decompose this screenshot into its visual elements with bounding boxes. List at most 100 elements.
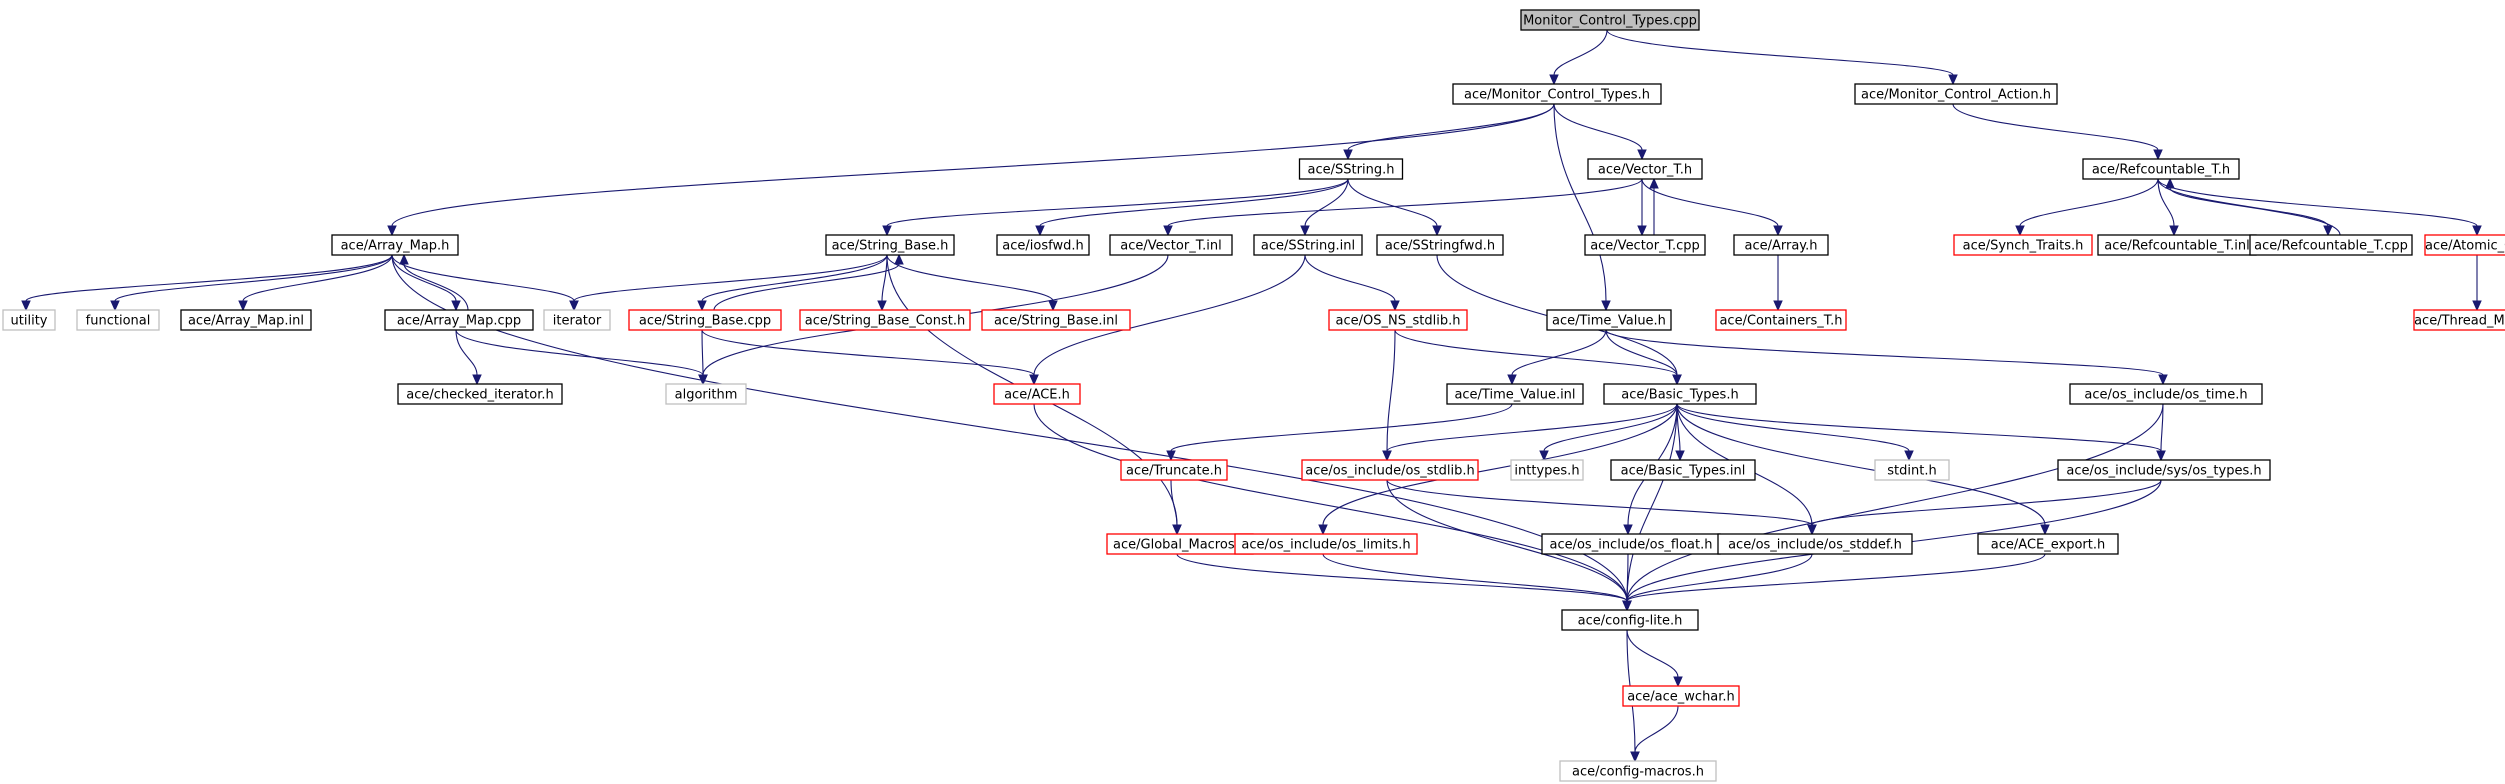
node-ace-monitor-control-types-h[interactable]: ace/Monitor_Control_Types.h bbox=[1452, 83, 1662, 105]
node-ace-string-base-inl[interactable]: ace/String_Base.inl bbox=[981, 309, 1131, 331]
node-ace-os-include-os-stddef-h[interactable]: ace/os_include/os_stddef.h bbox=[1717, 533, 1913, 555]
node-ace-vector-t-inl[interactable]: ace/Vector_T.inl bbox=[1109, 234, 1233, 256]
node-box bbox=[1109, 234, 1233, 256]
node-ace-config-macros-h[interactable]: ace/config-macros.h bbox=[1559, 760, 1717, 782]
node-functional[interactable]: functional bbox=[76, 309, 160, 331]
arrowhead-icon bbox=[238, 300, 248, 312]
edge-n34-to-n43 bbox=[1318, 403, 1678, 536]
node-inttypes-h[interactable]: inttypes.h bbox=[1510, 459, 1584, 481]
node-ace-containers-t-h[interactable]: ace/Containers_T.h bbox=[1715, 309, 1847, 331]
edge-n1-to-n6 bbox=[387, 103, 1555, 237]
edge-line bbox=[881, 254, 888, 302]
node-algorithm[interactable]: algorithm bbox=[665, 383, 747, 405]
edge-n5-to-n17 bbox=[2157, 178, 2482, 237]
node-ace-os-ns-stdlib-h[interactable]: ace/OS_NS_stdlib.h bbox=[1328, 309, 1468, 331]
node-box bbox=[1603, 383, 1757, 405]
node-label: ace/OS_NS_stdlib.h bbox=[1336, 314, 1461, 329]
node-ace-array-map-inl[interactable]: ace/Array_Map.inl bbox=[180, 309, 312, 331]
edge-n1-to-n4 bbox=[1553, 103, 1647, 161]
node-ace-ace-h[interactable]: ace/ACE.h bbox=[993, 383, 1081, 405]
node-label: ace/SStringfwd.h bbox=[1385, 239, 1495, 254]
node-ace-os-include-os-time-h[interactable]: ace/os_include/os_time.h bbox=[2069, 383, 2263, 405]
node-ace-string-base-h[interactable]: ace/String_Base.h bbox=[825, 234, 955, 256]
edge-n3-to-n7 bbox=[882, 178, 1349, 237]
edge-n17-to-n29 bbox=[2472, 255, 2482, 312]
edge-n23-to-n32 bbox=[701, 329, 1039, 386]
node-label: ace/config-lite.h bbox=[1578, 614, 1683, 629]
node-ace-checked-iterator-h[interactable]: ace/checked_iterator.h bbox=[397, 383, 563, 405]
edge-n6-to-n20 bbox=[238, 254, 393, 312]
node-label: ace/Refcountable_T.h bbox=[2092, 163, 2230, 178]
edge-n32-to-n47 bbox=[1033, 403, 1632, 612]
arrowhead-icon bbox=[698, 374, 708, 386]
arrowhead-icon bbox=[1382, 450, 1392, 462]
node-ace-global-macros-h[interactable]: ace/Global_Macros.h bbox=[1106, 533, 1254, 555]
node-ace-truncate-h[interactable]: ace/Truncate.h bbox=[1120, 459, 1228, 481]
node-ace-monitor-control-action-h[interactable]: ace/Monitor_Control_Action.h bbox=[1854, 83, 2058, 105]
node-ace-ace-wchar-h[interactable]: ace/ace_wchar.h bbox=[1622, 685, 1740, 707]
node-label: ace/Array_Map.inl bbox=[188, 314, 304, 329]
node-ace-os-include-sys-os-types-h[interactable]: ace/os_include/sys/os_types.h bbox=[2057, 459, 2271, 481]
node-ace-refcountable-t-inl[interactable]: ace/Refcountable_T.inl bbox=[2097, 234, 2257, 256]
node-ace-array-map-cpp[interactable]: ace/Array_Map.cpp bbox=[384, 309, 534, 331]
node-label: ace/Atomic_Op.h bbox=[2425, 239, 2505, 254]
node-ace-refcountable-t-cpp[interactable]: ace/Refcountable_T.cpp bbox=[2249, 234, 2413, 256]
node-ace-vector-t-h[interactable]: ace/Vector_T.h bbox=[1587, 158, 1703, 180]
node-ace-os-include-os-limits-h[interactable]: ace/os_include/os_limits.h bbox=[1234, 533, 1418, 555]
node-box bbox=[2057, 459, 2271, 481]
node-ace-time-value-inl[interactable]: ace/Time_Value.inl bbox=[1446, 383, 1584, 405]
node-ace-array-h[interactable]: ace/Array.h bbox=[1733, 234, 1829, 256]
edge-line bbox=[1676, 403, 2046, 526]
arrowhead-icon bbox=[1773, 225, 1783, 237]
edge-line bbox=[1304, 178, 1349, 227]
node-utility[interactable]: utility bbox=[2, 309, 56, 331]
edge-n36-to-n42 bbox=[1170, 479, 1182, 536]
node-ace-os-include-os-float-h[interactable]: ace/os_include/os_float.h bbox=[1541, 533, 1721, 555]
arrowhead-icon bbox=[1649, 177, 1659, 189]
arrowhead-icon bbox=[1630, 751, 1640, 763]
edge-line bbox=[114, 254, 393, 302]
node-stdint-h[interactable]: stdint.h bbox=[1874, 459, 1950, 481]
edge-n23-to-n7 bbox=[713, 253, 904, 311]
node-ace-string-base-cpp[interactable]: ace/String_Base.cpp bbox=[628, 309, 782, 331]
node-ace-time-value-h[interactable]: ace/Time_Value.h bbox=[1546, 309, 1672, 331]
node-ace-synch-traits-h[interactable]: ace/Synch_Traits.h bbox=[1953, 234, 2093, 256]
node-ace-sstring-inl[interactable]: ace/SString.inl bbox=[1253, 234, 1363, 256]
node-ace-sstringfwd-h[interactable]: ace/SStringfwd.h bbox=[1376, 234, 1504, 256]
edge-n6-to-n47 bbox=[391, 254, 1632, 612]
node-ace-basic-types-h[interactable]: ace/Basic_Types.h bbox=[1603, 383, 1757, 405]
node-box bbox=[1446, 383, 1584, 405]
node-ace-array-map-h[interactable]: ace/Array_Map.h bbox=[331, 234, 459, 256]
arrowhead-icon bbox=[1807, 524, 1817, 536]
node-iterator[interactable]: iterator bbox=[543, 309, 611, 331]
node-box bbox=[799, 309, 971, 331]
node-box bbox=[1622, 685, 1740, 707]
node-ace-refcountable-t-h[interactable]: ace/Refcountable_T.h bbox=[2082, 158, 2240, 180]
node-ace-ace-export-h[interactable]: ace/ACE_export.h bbox=[1977, 533, 2119, 555]
node-ace-os-include-os-stdlib-h[interactable]: ace/os_include/os_stdlib.h bbox=[1301, 459, 1479, 481]
arrowhead-icon bbox=[1539, 450, 1549, 462]
edge-line bbox=[1606, 29, 1954, 76]
node-ace-thread-mutex-h[interactable]: ace/Thread_Mutex.h bbox=[2413, 309, 2505, 331]
node-ace-vector-t-cpp[interactable]: ace/Vector_T.cpp bbox=[1584, 234, 1706, 256]
node-box bbox=[2249, 234, 2413, 256]
edge-n1-to-n3 bbox=[1343, 103, 1555, 161]
arrowhead-icon bbox=[1549, 74, 1559, 86]
arrowhead-icon bbox=[1029, 374, 1039, 386]
edge-line bbox=[1553, 103, 1643, 151]
node-ace-sstring-h[interactable]: ace/SString.h bbox=[1298, 158, 1404, 180]
arrowhead-icon bbox=[1672, 374, 1682, 386]
node-ace-basic-types-inl[interactable]: ace/Basic_Types.inl bbox=[1610, 459, 1756, 481]
edge-n42-to-n47 bbox=[1176, 553, 1632, 612]
node-label: ace/os_include/sys/os_types.h bbox=[2066, 464, 2261, 479]
node-ace-atomic-op-h[interactable]: ace/Atomic_Op.h bbox=[2424, 234, 2505, 256]
edge-line bbox=[1605, 329, 1678, 376]
node-monitor-control-types-cpp[interactable]: Monitor_Control_Types.cpp bbox=[1520, 9, 1700, 31]
node-ace-config-lite-h[interactable]: ace/config-lite.h bbox=[1561, 609, 1699, 631]
node-ace-iosfwd-h[interactable]: ace/iosfwd.h bbox=[996, 234, 1090, 256]
node-label: ace/String_Base_Const.h bbox=[805, 314, 965, 329]
node-box bbox=[543, 309, 611, 331]
node-ace-string-base-const-h[interactable]: ace/String_Base_Const.h bbox=[799, 309, 971, 331]
node-box bbox=[1234, 533, 1418, 555]
arrowhead-icon bbox=[2015, 225, 2025, 237]
